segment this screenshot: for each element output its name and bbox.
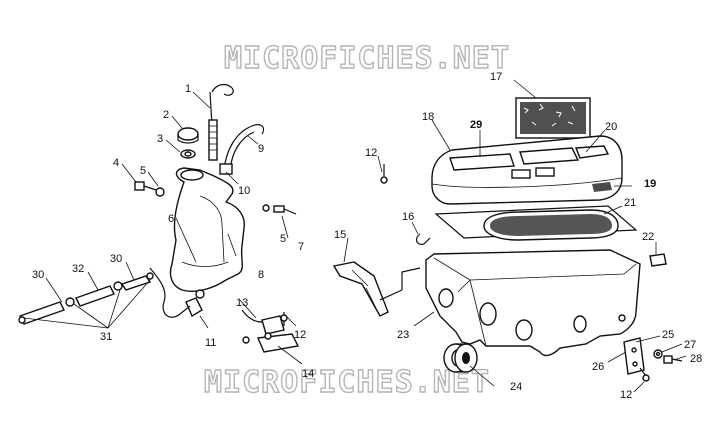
callout-28: 28 [690,353,702,365]
airbox-base-23 [425,249,641,357]
filter-gasket-21 [434,205,638,241]
callout-21: 21 [624,197,636,209]
callout-6: 6 [168,213,174,225]
callout-12-mid: 12 [365,147,377,159]
filler-cap [177,127,199,144]
cap-seal [180,149,196,159]
callout-23: 23 [397,329,409,341]
callout-5-right: 5 [280,233,286,245]
callout-13: 13 [236,297,248,309]
oil-line [149,267,191,318]
callout-5-left: 5 [140,165,146,177]
dipstick [208,83,234,161]
callout-26: 26 [592,361,604,373]
oil-tank [169,167,245,292]
callout-17: 17 [490,71,502,83]
callout-29: 29 [470,119,482,131]
callout-31: 31 [100,331,112,343]
callout-7: 7 [298,241,304,253]
grommet-24 [443,343,478,373]
bracket-14 [242,315,300,353]
airbox-cover-18 [431,135,623,205]
callout-24: 24 [510,381,522,393]
bolt-12-left [280,312,288,326]
callout-30-left: 30 [32,269,44,281]
washer-27 [653,349,663,359]
bolt-12-mid [380,164,388,184]
bolt-12-right [639,367,650,382]
callout-15: 15 [334,229,346,241]
callout-2: 2 [163,109,169,121]
leader-lines [23,79,687,393]
clip-22 [649,253,667,267]
outlet-fitting-11 [185,289,205,318]
bolt-4 [134,181,157,191]
air-filter-element-17 [515,97,591,139]
fitting-10 [219,163,233,175]
callout-18: 18 [422,111,434,123]
callout-3: 3 [157,133,163,145]
callout-8: 8 [258,269,264,281]
callout-20: 20 [605,121,617,133]
mount-bolt-7 [262,204,297,215]
callout-1: 1 [185,83,191,95]
callout-27: 27 [684,339,696,351]
clip-13 [241,309,263,323]
callout-10: 10 [238,185,250,197]
callout-11: 11 [205,337,216,349]
callout-32: 32 [72,263,84,275]
clip-16 [415,233,431,245]
callout-16: 16 [402,211,414,223]
callout-12-right: 12 [620,389,632,401]
bracket-26 [623,337,645,375]
washer-5-left [155,187,165,197]
callout-4: 4 [113,157,119,169]
callout-9: 9 [258,143,264,155]
callout-labels: 1 2 3 4 5 5 6 7 8 9 10 11 12 12 12 13 14… [32,71,702,401]
callout-30-right: 30 [110,253,122,265]
callout-22: 22 [642,231,654,243]
support-bracket-15 [332,261,421,317]
callout-25: 25 [662,329,674,341]
watermark-top: MICROFICHES.NET [224,41,510,76]
bolt-28 [663,355,683,364]
watermark-bottom: MICROFICHES.NET [204,365,490,400]
callout-14: 14 [302,368,314,380]
callout-12-left: 12 [294,329,306,341]
callout-19: 19 [644,178,656,190]
